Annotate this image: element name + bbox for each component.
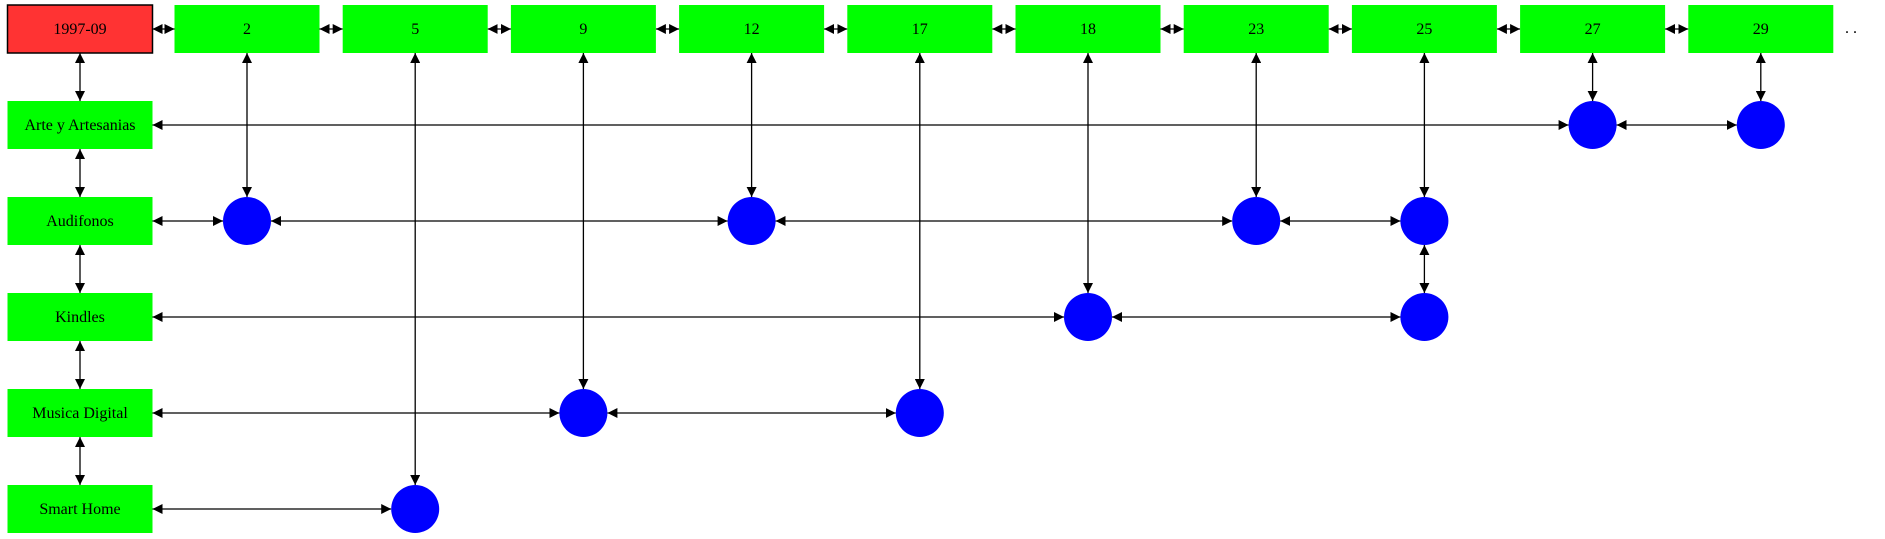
row-box-audifonos-label: Audifonos bbox=[46, 213, 114, 230]
node-musica-c9 bbox=[559, 389, 608, 437]
column-box-c5-label: 5 bbox=[411, 21, 419, 38]
root-date-box-label: 1997-09 bbox=[53, 21, 106, 38]
row-box-musica bbox=[7, 389, 153, 437]
row-box-smarthome bbox=[7, 485, 153, 533]
row-box-arte-label: Arte y Artesanias bbox=[24, 117, 135, 134]
column-box-c12-label: 12 bbox=[744, 21, 760, 38]
node-audifonos-c23 bbox=[1232, 197, 1281, 245]
row-box-smarthome-label: Smart Home bbox=[39, 501, 120, 518]
row-box-kindles bbox=[7, 293, 153, 341]
root-date-box bbox=[6, 4, 154, 54]
column-box-c27-label: 27 bbox=[1585, 21, 1601, 38]
column-box-c23-label: 23 bbox=[1248, 21, 1264, 38]
row-box-arte bbox=[7, 101, 153, 149]
column-box-c29-label: 29 bbox=[1753, 21, 1769, 38]
column-box-c12 bbox=[679, 5, 825, 53]
row-box-kindles-label: Kindles bbox=[55, 309, 105, 326]
column-box-c5 bbox=[342, 5, 488, 53]
node-kindles-c25 bbox=[1400, 293, 1449, 341]
node-musica-c17 bbox=[895, 389, 944, 437]
column-box-c29 bbox=[1688, 5, 1834, 53]
node-audifonos-c2 bbox=[223, 197, 271, 245]
column-box-c2 bbox=[174, 5, 320, 53]
row-box-musica-label: Musica Digital bbox=[32, 405, 128, 422]
column-box-c2-label: 2 bbox=[243, 21, 251, 38]
node-audifonos-c25 bbox=[1400, 197, 1449, 245]
column-box-c27 bbox=[1520, 5, 1666, 53]
column-box-c9 bbox=[510, 5, 656, 53]
column-box-c18-label: 18 bbox=[1080, 21, 1096, 38]
node-arte-c29 bbox=[1736, 101, 1785, 149]
column-box-c17-label: 17 bbox=[912, 21, 928, 38]
column-box-c17 bbox=[847, 5, 993, 53]
trailing-dots: . . bbox=[1845, 20, 1857, 37]
column-box-c18 bbox=[1015, 5, 1161, 53]
node-arte-c27 bbox=[1568, 101, 1617, 149]
node-kindles-c18 bbox=[1064, 293, 1112, 341]
row-box-audifonos bbox=[7, 197, 153, 245]
column-box-c25-label: 25 bbox=[1416, 21, 1432, 38]
column-box-c23 bbox=[1183, 5, 1329, 53]
column-box-c9-label: 9 bbox=[579, 21, 587, 38]
node-audifonos-c12 bbox=[727, 197, 776, 245]
column-box-c25 bbox=[1351, 5, 1497, 53]
node-smarthome-c5 bbox=[391, 485, 440, 533]
edge-layer bbox=[75, 24, 1766, 514]
